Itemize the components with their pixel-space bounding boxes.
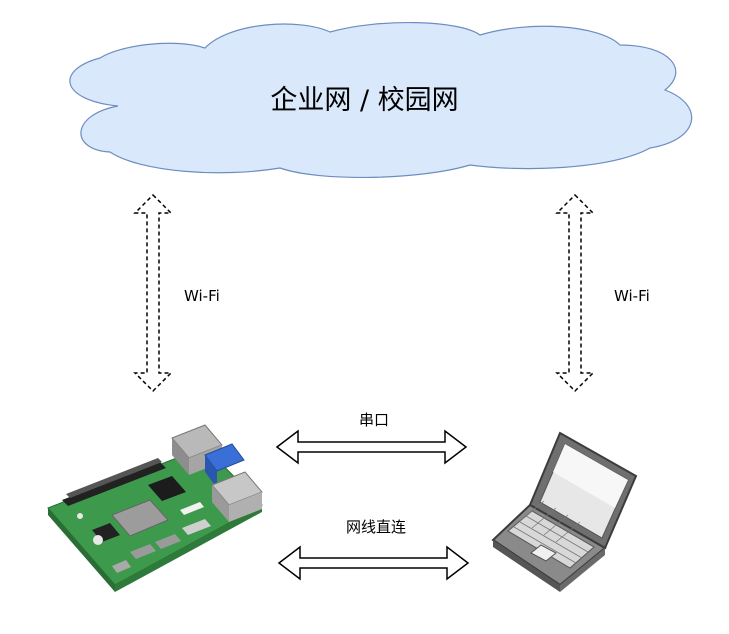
- wifi-link-right: [555, 193, 595, 393]
- laptop: [491, 431, 638, 592]
- serial-link-arrow: [275, 429, 468, 465]
- raspberry-pi-board: [47, 424, 263, 592]
- ethernet-label: 网线直连: [346, 518, 407, 536]
- wifi-label-left: Wi-Fi: [184, 287, 220, 305]
- ethernet-link-arrow: [277, 545, 470, 581]
- network-cloud: [69, 21, 693, 179]
- cloud-label: 企业网 / 校园网: [270, 85, 459, 116]
- wifi-link-left: [133, 193, 173, 393]
- wifi-label-right: Wi-Fi: [614, 287, 650, 305]
- serial-label: 串口: [359, 411, 390, 429]
